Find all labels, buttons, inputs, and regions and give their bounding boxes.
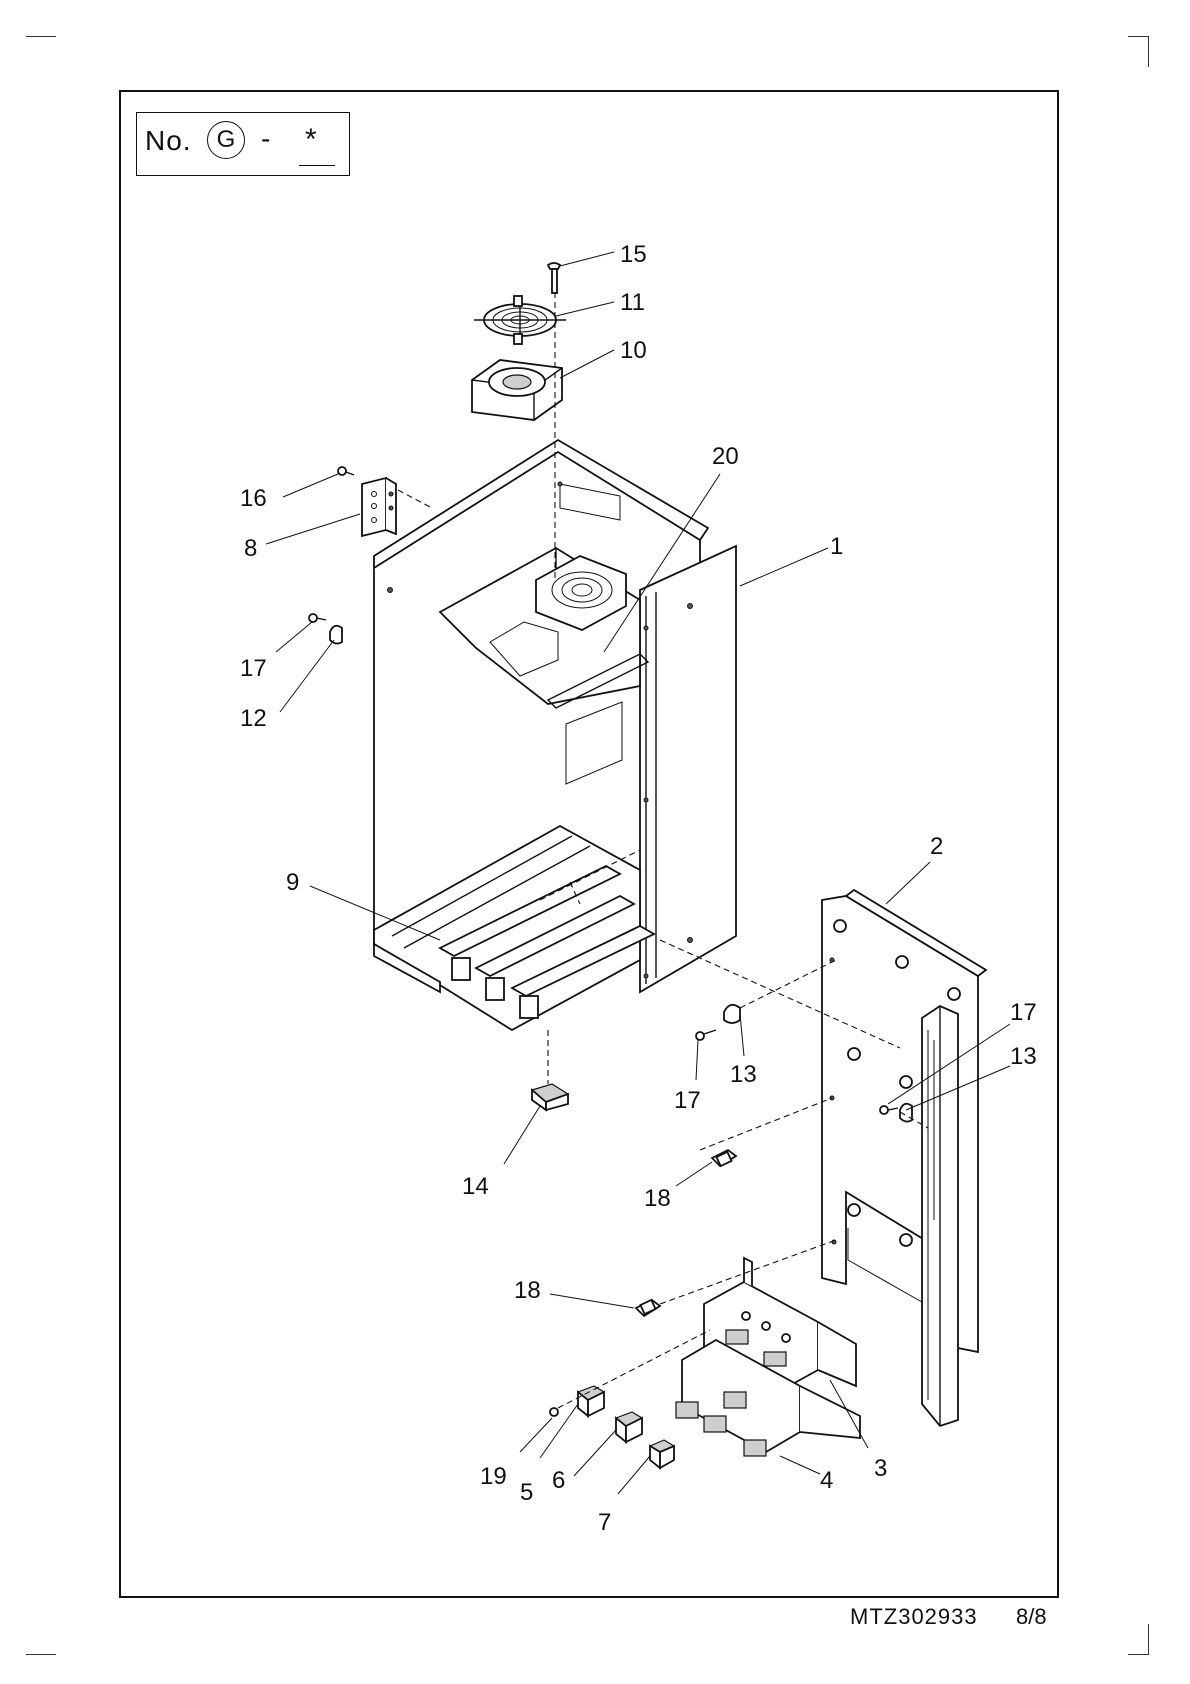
callout-8: 8 bbox=[244, 535, 257, 562]
part-6-terminal-cover bbox=[616, 1412, 642, 1442]
part-12-clip bbox=[330, 626, 342, 644]
callout-17-right: 17 bbox=[1010, 999, 1037, 1026]
part-7-terminal-cover bbox=[650, 1440, 674, 1468]
callout-16: 16 bbox=[240, 485, 267, 512]
part-17-screw-left bbox=[309, 614, 326, 622]
part-17-screw-center bbox=[696, 1030, 716, 1040]
callout-20: 20 bbox=[712, 443, 739, 470]
part-8-bracket bbox=[362, 478, 396, 536]
part-5-terminal-cover bbox=[578, 1386, 604, 1416]
part-10-fan bbox=[472, 360, 562, 420]
callout-17-left: 17 bbox=[240, 655, 267, 682]
callout-5: 5 bbox=[520, 1479, 533, 1506]
part-14-foot bbox=[532, 1084, 568, 1110]
callout-14: 14 bbox=[462, 1173, 489, 1200]
callout-15: 15 bbox=[620, 241, 647, 268]
callout-11: 11 bbox=[620, 289, 645, 316]
part-11-fan-guard bbox=[474, 296, 566, 344]
callout-4: 4 bbox=[820, 1467, 833, 1494]
callout-12: 12 bbox=[240, 705, 267, 732]
callout-18-upper: 18 bbox=[644, 1185, 671, 1212]
part-15-screw bbox=[548, 263, 560, 293]
part-18-standoff-lower bbox=[636, 1300, 660, 1316]
callout-13-center: 13 bbox=[730, 1061, 757, 1088]
callout-1: 1 bbox=[830, 533, 843, 560]
callout-9: 9 bbox=[286, 869, 299, 896]
document-id: MTZ302933 bbox=[850, 1604, 978, 1630]
callout-10: 10 bbox=[620, 337, 647, 364]
callout-19: 19 bbox=[480, 1463, 507, 1490]
page-number: 8/8 bbox=[1016, 1604, 1047, 1630]
callout-13-right: 13 bbox=[1010, 1043, 1037, 1070]
callout-18-lower: 18 bbox=[514, 1277, 541, 1304]
callout-6: 6 bbox=[552, 1467, 565, 1494]
callout-17-center: 17 bbox=[674, 1087, 701, 1114]
part-1-chassis bbox=[374, 440, 736, 1030]
part-18-standoff-upper bbox=[712, 1150, 736, 1166]
callout-7: 7 bbox=[598, 1509, 611, 1536]
part-13-clip-center bbox=[724, 1005, 740, 1023]
part-16-screw bbox=[338, 467, 354, 475]
part-19-screw bbox=[550, 1408, 558, 1416]
callout-3: 3 bbox=[874, 1455, 887, 1482]
callout-2: 2 bbox=[930, 833, 943, 860]
side-rail bbox=[922, 1006, 958, 1426]
